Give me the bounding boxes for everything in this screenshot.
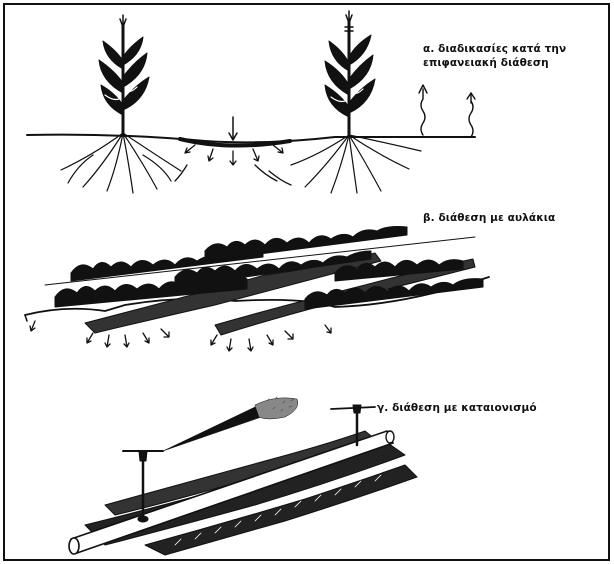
caption-c: γ. διάθεση με καταιονισμό [377, 401, 607, 415]
infiltration-arrow-icon [229, 117, 237, 140]
caption-a-line2: επιφανειακή διάθεση [423, 56, 593, 70]
caption-a: α. διαδικασίες κατά την επιφανειακή διάθ… [423, 42, 593, 70]
irrigation-diagram [5, 5, 608, 559]
caption-b: β. διάθεση με αυλάκια [423, 211, 603, 225]
panel-a-surface [27, 11, 475, 193]
water-spray [163, 397, 298, 451]
corn-plant-icon [291, 11, 421, 193]
panel-c-sprinkler [69, 397, 417, 555]
ground-line [27, 135, 475, 143]
evaporation-arrow-icon [419, 85, 427, 135]
figure-frame: α. διαδικασίες κατά την επιφανειακή διάθ… [3, 3, 610, 561]
caption-a-line1: α. διαδικασίες κατά την [423, 42, 593, 56]
panel-b-furrows [25, 227, 489, 352]
infiltration-wavy-arrow-icon [467, 93, 475, 137]
corn-plant-icon [61, 15, 181, 193]
percolation-arrows [175, 145, 291, 185]
seepage-arrows [30, 321, 331, 351]
